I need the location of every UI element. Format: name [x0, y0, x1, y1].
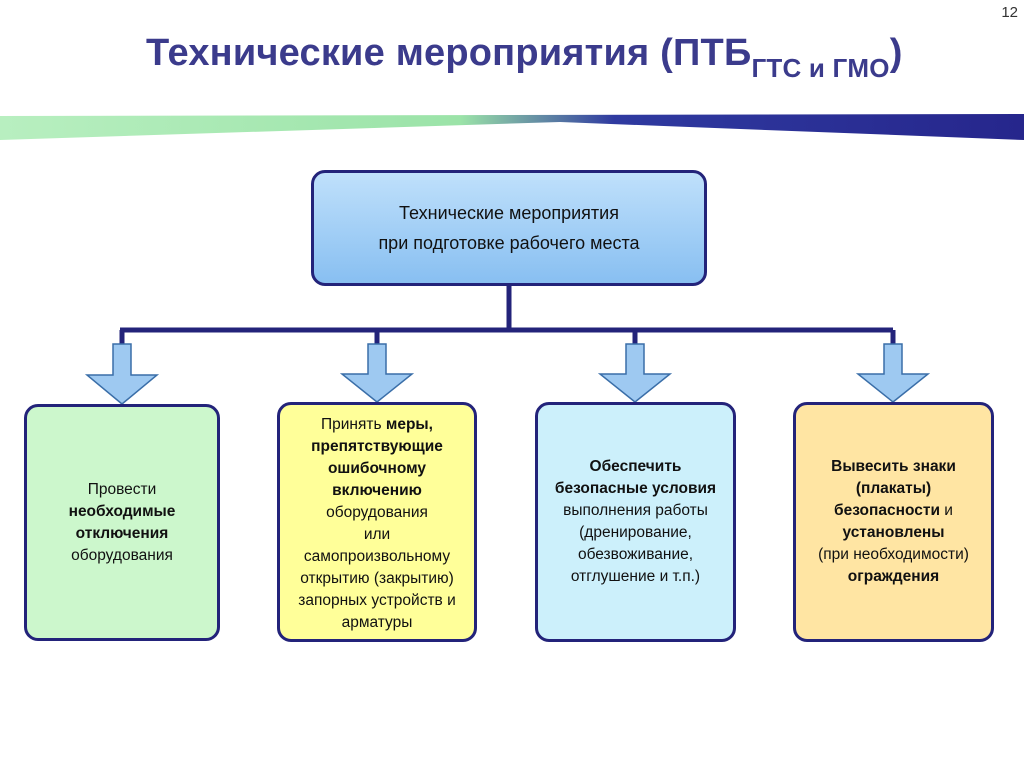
- title-close: ): [889, 32, 903, 74]
- box-4-line: Вывесить знаки: [831, 456, 956, 478]
- box-text-segment: самопроизвольному: [303, 548, 451, 565]
- box-1-line: отключения: [76, 523, 169, 545]
- box-text-segment: оборудования: [71, 546, 173, 564]
- box-2-line: оборудования: [326, 502, 428, 524]
- arrow-down-icon-3: [597, 343, 673, 403]
- box-text-segment: оборудования: [326, 504, 428, 521]
- box-text-segment: меры,: [385, 416, 433, 433]
- box-text-segment: отключения: [75, 524, 169, 542]
- box-text-segment: отглушение и т.п.): [570, 568, 701, 585]
- box-4-line: безопасности и: [834, 500, 953, 522]
- box-3-line: выполнения работы: [563, 500, 708, 522]
- box-2-line: самопроизвольному: [304, 546, 450, 568]
- box-text-segment: (плакаты): [855, 480, 932, 497]
- box-3-line: отглушение и т.п.): [571, 566, 700, 588]
- box-2-line: или: [364, 524, 390, 546]
- top-box: Технические мероприятия при подготовке р…: [311, 170, 707, 286]
- box-text-segment: Обеспечить: [589, 458, 682, 475]
- title-main: Технические мероприятия (ПТБ: [146, 32, 752, 74]
- box-text-segment: включению: [332, 482, 422, 499]
- box-2-line: включению: [332, 480, 422, 502]
- connector-tree: [119, 286, 896, 345]
- box-text-segment: (при необходимости): [818, 546, 969, 563]
- box-prevent-switching: Принять меры, препятствующие ошибочному вкл…: [277, 402, 477, 642]
- box-2-line: арматуры: [342, 612, 413, 634]
- box-1-line: Провести: [88, 479, 157, 501]
- box-text-segment: Провести: [87, 480, 157, 498]
- box-text-segment: обезвоживание,: [577, 546, 694, 563]
- box-text-segment: ошибочному: [327, 460, 427, 477]
- box-safe-conditions: Обеспечить безопасные условия выполнения р…: [535, 402, 736, 642]
- box-text-segment: запорных устройств и: [298, 592, 456, 609]
- band-shape: [0, 114, 1024, 140]
- box-safety-signs: Вывесить знаки (плакаты) безопасности и уст…: [793, 402, 994, 642]
- box-text-segment: и: [939, 502, 953, 519]
- box-4-line: (при необходимости): [818, 544, 969, 566]
- box-text-segment: безопасности: [834, 502, 940, 519]
- box-3-line: (дренирование,: [579, 522, 692, 544]
- top-box-line-2: при подготовке рабочего места: [378, 233, 640, 253]
- box-text-segment: Принять: [321, 416, 386, 433]
- box-4-line: (плакаты): [856, 478, 931, 500]
- box-3-line: обезвоживание,: [578, 544, 693, 566]
- box-4-line: ограждения: [848, 566, 939, 588]
- slide-title: Технические мероприятия (ПТБГТС и ГМО): [146, 32, 903, 83]
- box-3-line: Обеспечить: [590, 456, 682, 478]
- decorative-band: [0, 114, 1024, 140]
- box-2-line: запорных устройств и: [298, 590, 456, 612]
- box-text-segment: или: [363, 526, 391, 543]
- page-number: 12: [1001, 4, 1018, 21]
- box-text-segment: безопасные условия: [554, 480, 717, 497]
- box-2-line: препятствующие: [311, 436, 443, 458]
- box-text-segment: открытию (закрытию): [300, 570, 454, 587]
- box-4-line: установлены: [842, 522, 944, 544]
- arrow-down-icon-1: [84, 343, 160, 405]
- box-text-segment: установлены: [842, 524, 945, 541]
- arrow-down-icon-2: [339, 343, 415, 403]
- box-1-line: необходимые: [69, 501, 176, 523]
- box-disconnect-equipment: Провести необходимые отключения оборудовани…: [24, 404, 220, 641]
- top-box-line-1: Технические мероприятия: [399, 203, 619, 223]
- box-text-segment: арматуры: [341, 614, 413, 631]
- box-text-segment: необходимые: [68, 502, 176, 520]
- box-3-line: безопасные условия: [555, 478, 716, 500]
- title-subscript: ГТС и ГМО: [751, 53, 890, 83]
- box-text-segment: (дренирование,: [579, 524, 692, 541]
- box-1-line: оборудования: [71, 545, 173, 567]
- box-text-segment: препятствующие: [311, 438, 443, 455]
- box-2-line: открытию (закрытию): [300, 568, 454, 590]
- box-text-segment: Вывесить знаки: [831, 458, 956, 475]
- box-2-line: ошибочному: [328, 458, 426, 480]
- box-2-line: Принять меры,: [321, 414, 433, 436]
- arrow-down-icon-4: [855, 343, 931, 403]
- box-text-segment: ограждения: [847, 568, 940, 585]
- box-text-segment: выполнения работы: [563, 502, 708, 519]
